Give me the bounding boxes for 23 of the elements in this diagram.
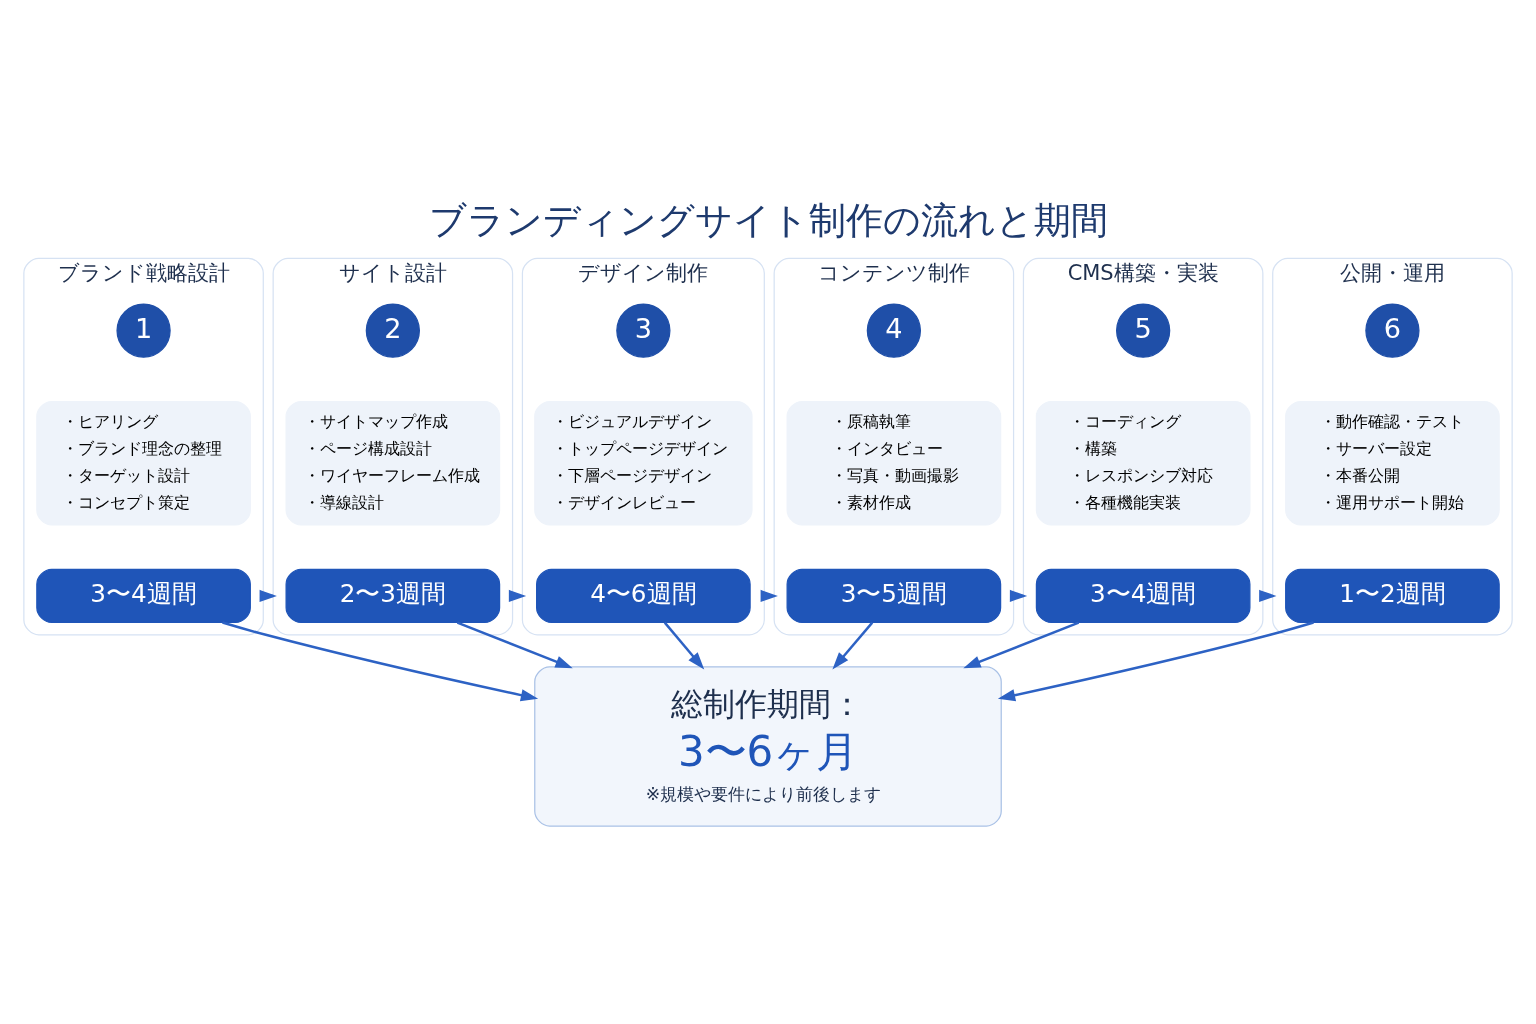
- arrow: [997, 621, 1314, 702]
- node-box: 1〜2週間: [1285, 568, 1500, 624]
- node-box: 4〜6週間: [536, 568, 751, 624]
- node-circle: 6: [1365, 303, 1420, 358]
- node-circle: 4: [866, 303, 921, 358]
- node-box: 総制作期間： 3〜6ヶ月 ※規模や要件により前後します: [534, 666, 1002, 827]
- node-circle: 1: [116, 303, 171, 358]
- arrow: [1009, 589, 1028, 602]
- arrow: [832, 621, 874, 670]
- node-box: 3〜4週間: [36, 568, 251, 624]
- node-box: 3〜4週間: [1035, 568, 1251, 624]
- node-box: 2〜3週間: [285, 568, 501, 624]
- arrow: [456, 621, 573, 669]
- node-circle: 2: [365, 303, 420, 358]
- node-box: 3〜5週間: [786, 568, 1002, 624]
- arrow: [760, 589, 778, 602]
- arrow: [663, 621, 705, 670]
- arrow: [508, 589, 527, 602]
- diagram-title: ブランディングサイト制作の流れと期間: [428, 198, 1108, 242]
- node-circle: 3: [616, 303, 671, 358]
- arrow: [963, 621, 1080, 669]
- arrow: [222, 621, 539, 702]
- node-circle: 5: [1116, 303, 1171, 358]
